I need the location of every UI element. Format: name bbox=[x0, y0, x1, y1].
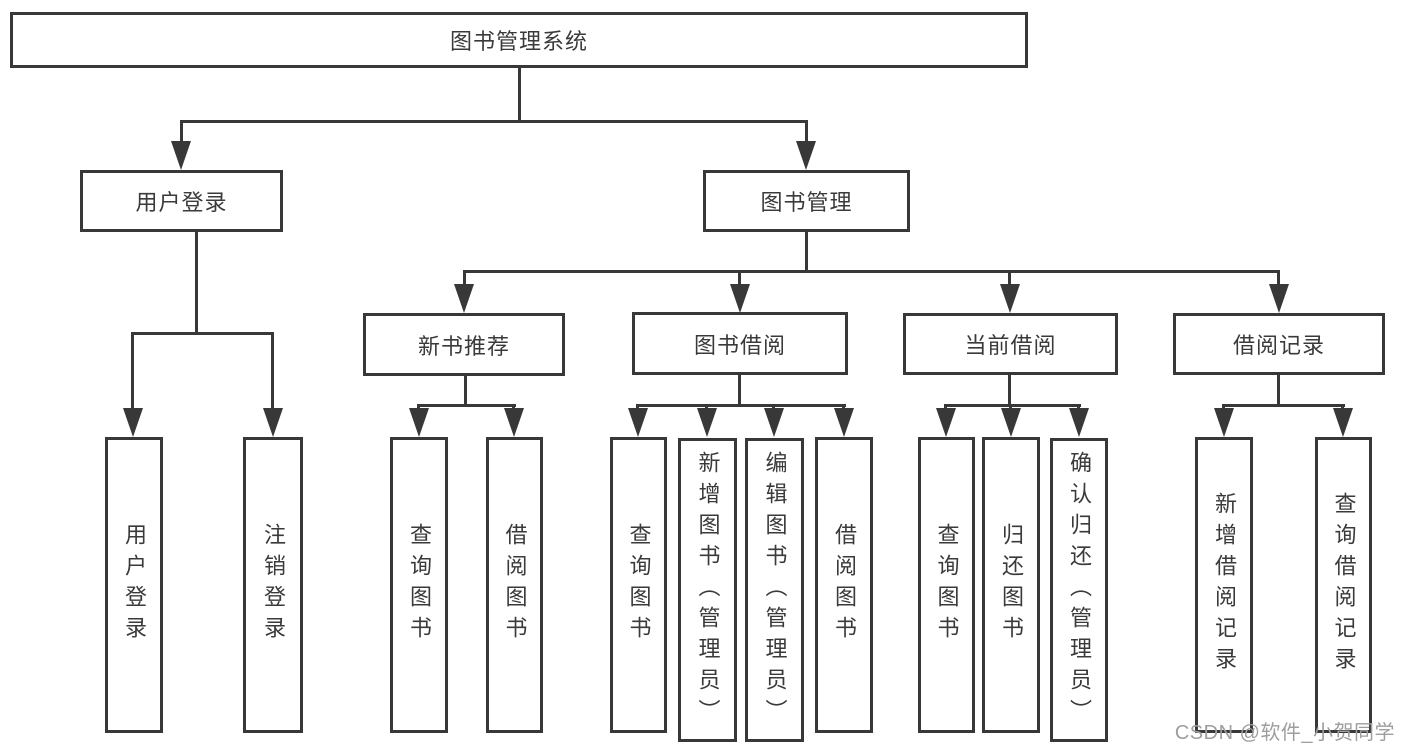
leaf-confirm-return-admin-label: 确认归还（管理员） bbox=[1067, 450, 1092, 730]
connector-drop-borrowing-records bbox=[1277, 270, 1280, 286]
connector-drop-book-borrowing bbox=[738, 270, 741, 286]
leaf-query-borrow-record-label: 查询借阅记录 bbox=[1331, 492, 1357, 678]
leaf-query-borrow-record: 查询借阅记录 bbox=[1315, 437, 1372, 733]
connector-user-login-bus bbox=[131, 332, 274, 335]
connector-root-stem bbox=[518, 66, 521, 122]
leaf-logout-label: 注销登录 bbox=[261, 523, 286, 647]
node-borrowing-records: 借阅记录 bbox=[1173, 313, 1385, 375]
leaf-query-books-current-label: 查询图书 bbox=[934, 523, 960, 647]
arrow-down-icon bbox=[454, 284, 474, 313]
watermark-text: CSDN @软件_小贺同学 bbox=[1174, 722, 1395, 744]
arrow-down-icon bbox=[796, 141, 816, 170]
connector-book-management-stem bbox=[805, 230, 808, 273]
connector-new-book-bus bbox=[417, 404, 516, 407]
arrow-down-icon bbox=[1069, 408, 1089, 437]
connector-book-borrowing-bus bbox=[636, 404, 846, 407]
connector-drop-new-book bbox=[463, 270, 466, 286]
node-new-book-recommend: 新书推荐 bbox=[363, 313, 565, 376]
arrow-down-icon bbox=[936, 408, 956, 437]
node-user-login: 用户登录 bbox=[80, 170, 283, 232]
leaf-edit-books-admin: 编辑图书（管理员） bbox=[745, 438, 804, 742]
leaf-query-books-recommend: 查询图书 bbox=[390, 437, 448, 733]
arrow-down-icon bbox=[123, 408, 143, 437]
connector-drop-book-management bbox=[805, 120, 808, 146]
node-book-management: 图书管理 bbox=[703, 170, 910, 232]
connector-drop-current-borrowing bbox=[1008, 270, 1011, 286]
node-current-borrowing: 当前借阅 bbox=[903, 313, 1118, 375]
leaf-query-books-borrowing-label: 查询图书 bbox=[626, 523, 652, 647]
leaf-query-books-borrowing: 查询图书 bbox=[610, 437, 667, 733]
leaf-borrow-books-label: 借阅图书 bbox=[832, 523, 857, 647]
connector-user-login-stem bbox=[195, 230, 198, 334]
connector-drop-leaf-user-login bbox=[131, 332, 134, 412]
leaf-add-borrow-record: 新增借阅记录 bbox=[1195, 437, 1253, 733]
leaf-logout: 注销登录 bbox=[243, 437, 303, 733]
arrow-down-icon bbox=[628, 408, 648, 437]
node-book-borrowing: 图书借阅 bbox=[632, 312, 848, 375]
connector-drop-user-login bbox=[180, 120, 183, 146]
arrow-down-icon bbox=[1000, 284, 1020, 313]
leaf-user-login-label: 用户登录 bbox=[122, 523, 147, 647]
connector-current-borrowing-stem bbox=[1008, 373, 1011, 407]
arrow-down-icon bbox=[1333, 408, 1353, 437]
arrow-down-icon bbox=[1214, 408, 1234, 437]
arrow-down-icon bbox=[764, 408, 784, 437]
leaf-add-books-admin-label: 新增图书（管理员） bbox=[695, 450, 721, 730]
connector-borrowing-records-bus bbox=[1222, 404, 1345, 407]
leaf-return-books-label: 归还图书 bbox=[999, 523, 1024, 647]
arrow-down-icon bbox=[171, 141, 191, 170]
connector-drop-leaf-logout bbox=[271, 332, 274, 412]
leaf-query-books-current: 查询图书 bbox=[918, 437, 975, 733]
leaf-user-login: 用户登录 bbox=[105, 437, 163, 733]
arrow-down-icon bbox=[1269, 284, 1289, 313]
leaf-confirm-return-admin: 确认归还（管理员） bbox=[1050, 438, 1108, 742]
connector-current-borrowing-bus bbox=[944, 404, 1081, 407]
arrow-down-icon bbox=[504, 408, 524, 437]
arrow-down-icon bbox=[409, 408, 429, 437]
arrow-down-icon bbox=[697, 408, 717, 437]
leaf-borrow-books-recommend: 借阅图书 bbox=[486, 437, 543, 733]
leaf-borrow-books: 借阅图书 bbox=[815, 437, 873, 733]
leaf-return-books: 归还图书 bbox=[982, 437, 1040, 733]
leaf-query-books-recommend-label: 查询图书 bbox=[407, 523, 432, 647]
leaf-add-borrow-record-label: 新增借阅记录 bbox=[1212, 492, 1237, 678]
arrow-down-icon bbox=[263, 408, 283, 437]
connector-borrowing-records-stem bbox=[1277, 373, 1280, 407]
arrow-down-icon bbox=[730, 284, 750, 313]
leaf-add-books-admin: 新增图书（管理员） bbox=[678, 438, 737, 742]
arrow-down-icon bbox=[1001, 408, 1021, 437]
connector-new-book-stem bbox=[464, 374, 467, 407]
connector-book-borrowing-stem bbox=[738, 373, 741, 407]
connector-level2-bus bbox=[180, 120, 808, 123]
arrow-down-icon bbox=[834, 408, 854, 437]
leaf-edit-books-admin-label: 编辑图书（管理员） bbox=[762, 450, 788, 730]
leaf-borrow-books-recommend-label: 借阅图书 bbox=[502, 523, 528, 647]
node-root-system: 图书管理系统 bbox=[10, 12, 1028, 68]
connector-level3-bus bbox=[463, 270, 1280, 273]
